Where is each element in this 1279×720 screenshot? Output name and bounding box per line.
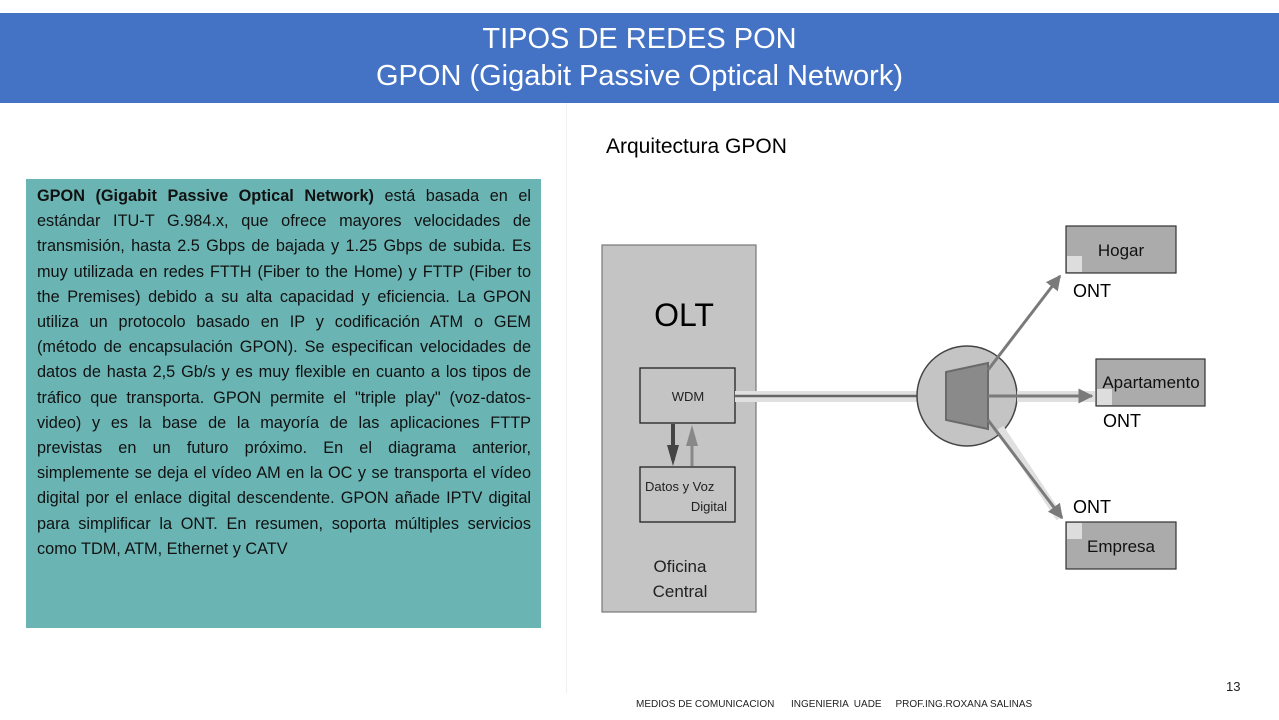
wdm-label: WDM <box>672 389 705 404</box>
downstream-arrowhead <box>667 445 679 466</box>
ont-apartamento-label: ONT <box>1103 411 1141 431</box>
description-textbox: GPON (Gigabit Passive Optical Network) e… <box>26 179 541 628</box>
endpoint-apartamento-label: Apartamento <box>1102 373 1199 392</box>
olt-cabinet <box>601 244 757 613</box>
endpoint-apartamento-box <box>1095 358 1206 407</box>
data-voice-label-1: Datos y Voz <box>645 479 714 494</box>
upstream-arrowhead <box>686 425 698 446</box>
description-body: está basada en el estándar ITU-T G.984.x… <box>37 187 531 558</box>
ont-apartamento-icon <box>1097 389 1112 405</box>
endpoint-hogar-box <box>1065 225 1177 274</box>
olt-label: OLT <box>654 297 714 333</box>
endpoint-hogar-label: Hogar <box>1098 241 1145 260</box>
optical-splitter-icon <box>945 361 989 431</box>
ont-hogar-label: ONT <box>1073 281 1111 301</box>
diagram-title: Arquitectura GPON <box>606 135 787 158</box>
endpoint-empresa-box <box>1065 521 1177 570</box>
slide-subtitle: GPON (Gigabit Passive Optical Network) <box>376 60 903 92</box>
office-label-1: Oficina <box>654 557 707 576</box>
wdm-box <box>639 367 736 424</box>
footer-course: MEDIOS DE COMUNICACION <box>636 699 775 710</box>
footer-professor: PROF.ING.ROXANA SALINAS <box>895 699 1033 710</box>
footer-school: INGENIERIA UADE <box>791 699 882 710</box>
column-divider <box>566 103 567 693</box>
ont-empresa-label: ONT <box>1073 497 1111 517</box>
slide-footer: MEDIOS DE COMUNICACION INGENIERIA UADE P… <box>636 699 1032 710</box>
ont-empresa-icon <box>1067 523 1082 539</box>
branch-empresa <box>986 419 1064 520</box>
branch-hogar <box>986 274 1062 371</box>
endpoint-empresa-label: Empresa <box>1087 537 1156 556</box>
page-number: 13 <box>1226 679 1241 694</box>
office-label-2: Central <box>653 582 708 601</box>
data-voice-label-2: Digital <box>691 499 727 514</box>
description-bold-lead: GPON (Gigabit Passive Optical Network) <box>37 187 374 205</box>
slide-title: TIPOS DE REDES PON <box>482 23 797 55</box>
ont-hogar-icon <box>1067 256 1082 272</box>
slide-header: TIPOS DE REDES PON GPON (Gigabit Passive… <box>0 13 1279 103</box>
data-voice-box <box>639 466 736 523</box>
